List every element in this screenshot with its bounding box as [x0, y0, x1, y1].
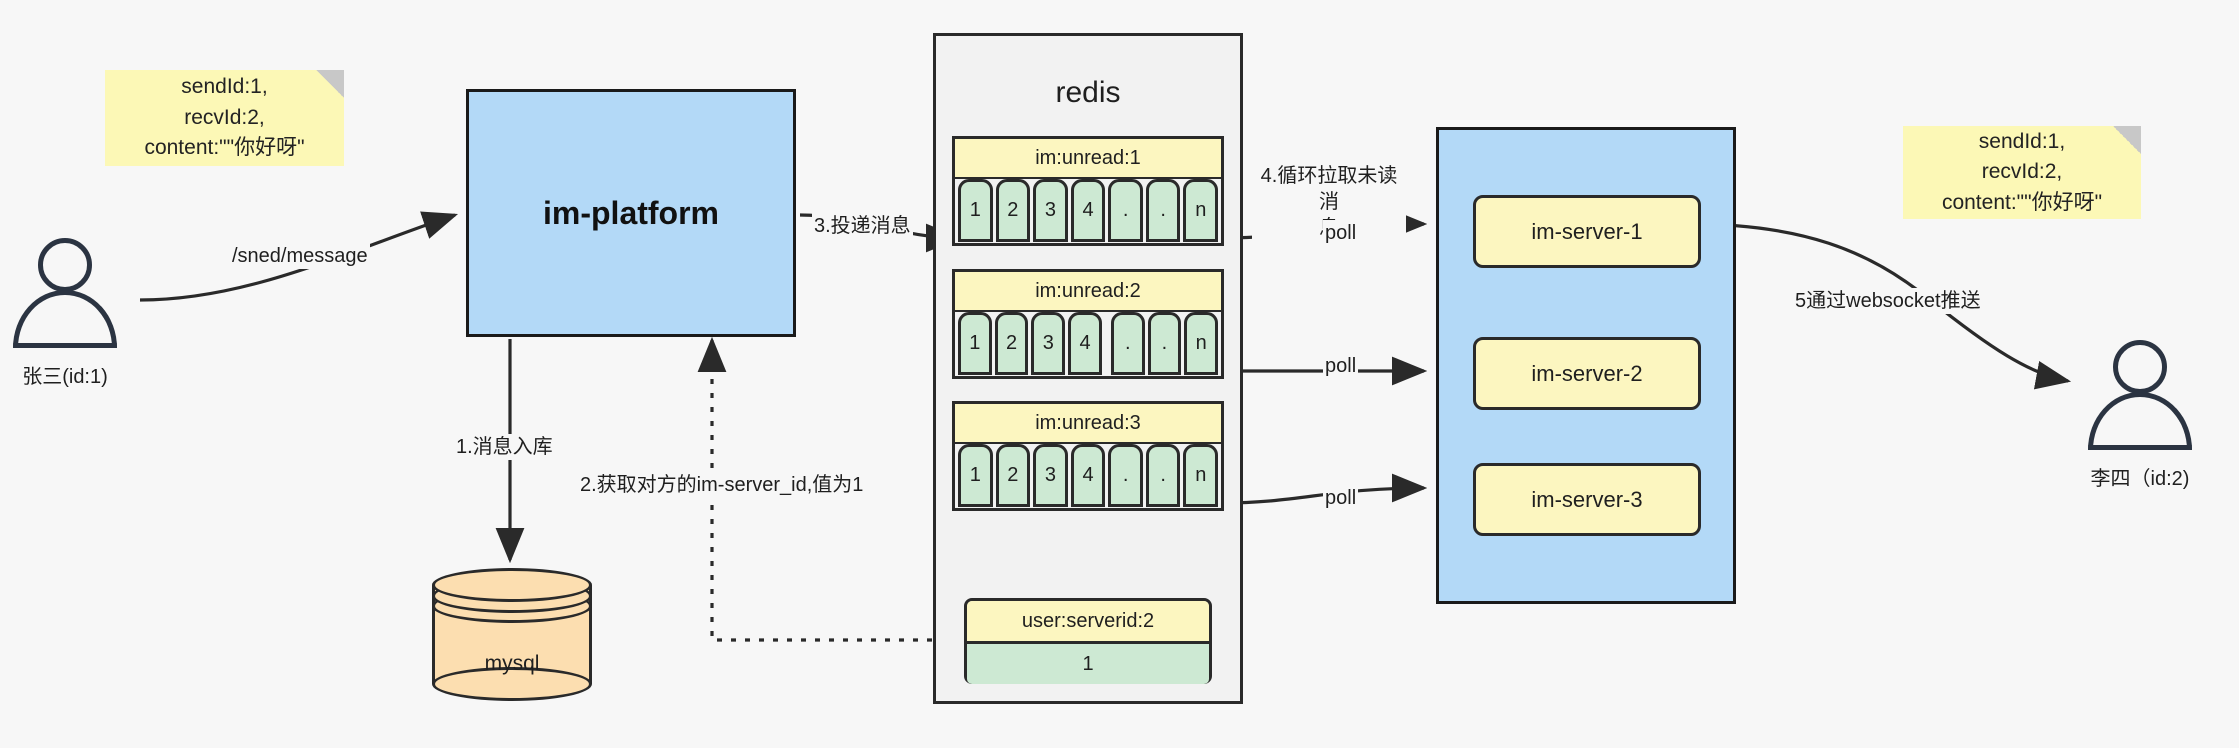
- group-redis: redis im:unread:1 1 2 3 4 . . n im:unrea…: [933, 33, 1243, 704]
- redis-queue-2[interactable]: im:unread:2 1 2 3 4 . . n: [952, 269, 1224, 379]
- note-fold-icon: [316, 70, 344, 98]
- edge-label-step3: 3.投递消息: [812, 213, 913, 239]
- queue-cell: 2: [995, 179, 1031, 242]
- queue-cell: 4: [1070, 179, 1106, 242]
- redis-value-entry[interactable]: user:serverid:2 1: [964, 598, 1212, 684]
- queue-cell: 3: [1031, 312, 1066, 375]
- person-body-icon: [13, 290, 117, 348]
- edge-label-step1: 1.消息入库: [454, 434, 555, 460]
- node-im-platform[interactable]: im-platform: [466, 89, 796, 337]
- node-mysql[interactable]: mysql: [432, 568, 592, 701]
- redis-queue-3-key: im:unread:3: [955, 404, 1221, 444]
- redis-queue-1-key: im:unread:1: [955, 139, 1221, 179]
- node-im-server-1-label: im-server-1: [1531, 218, 1643, 244]
- queue-cell: 1: [958, 179, 993, 242]
- person-head-icon: [38, 238, 92, 292]
- redis-title: redis: [1055, 76, 1121, 109]
- cylinder-top-ellipse: [432, 568, 592, 602]
- queue-cell: .: [1108, 444, 1143, 507]
- node-im-server-2-label: im-server-2: [1531, 360, 1643, 386]
- edge-label-step5: 5通过websocket推送: [1793, 288, 1983, 314]
- queue-cell: 2: [995, 444, 1031, 507]
- person-head-icon: [2113, 340, 2167, 394]
- queue-cell: 4: [1068, 312, 1102, 375]
- queue-cell: .: [1145, 179, 1181, 242]
- redis-queue-2-cells: 1 2 3 4 . . n: [955, 312, 1221, 378]
- actor-receiver-label: 李四（id:2): [2090, 468, 2190, 490]
- edge-label-poll-2: poll: [1323, 353, 1359, 379]
- edge-send-message: [139, 211, 459, 302]
- redis-queue-3[interactable]: im:unread:3 1 2 3 4 . . n: [952, 401, 1224, 511]
- queue-cell: .: [1145, 444, 1181, 507]
- node-im-server-3-label: im-server-3: [1531, 486, 1643, 512]
- redis-queue-2-key: im:unread:2: [955, 272, 1221, 312]
- redis-queue-1[interactable]: im:unread:1 1 2 3 4 . . n: [952, 136, 1224, 246]
- redis-queue-1-cells: 1 2 3 4 . . n: [955, 179, 1221, 245]
- queue-cell: 3: [1033, 444, 1068, 507]
- actor-receiver: 李四（id:2): [2085, 340, 2195, 490]
- node-im-platform-label: im-platform: [543, 194, 719, 231]
- queue-cell: n: [1183, 444, 1219, 507]
- edge-fetch-serverid: [697, 336, 960, 642]
- group-im-servers: im-server-1 im-server-2 im-server-3: [1436, 127, 1736, 604]
- node-mysql-label: mysql: [484, 652, 540, 675]
- sticky-note-right-text: sendId:1, recvId:2, content:""你好呀": [1941, 129, 2103, 214]
- redis-value-key: user:serverid:2: [967, 601, 1209, 644]
- queue-cell: n: [1183, 179, 1219, 242]
- note-fold-icon: [2113, 126, 2141, 154]
- queue-cell: 1: [958, 312, 992, 375]
- sticky-note-left-text: sendId:1, recvId:2, content:""你好呀": [144, 75, 305, 160]
- queue-cell: 1: [958, 444, 993, 507]
- node-im-server-2[interactable]: im-server-2: [1473, 337, 1701, 410]
- edge-label-poll-1: poll: [1323, 220, 1359, 246]
- edge-label-step4: 4.循环拉取未读消 息: [1252, 163, 1406, 241]
- edge-poll-3: [1221, 473, 1428, 505]
- edge-label-poll-3: poll: [1323, 485, 1359, 511]
- actor-sender: 张三(id:1): [10, 238, 120, 388]
- edge-label-send-message: /sned/message: [230, 243, 370, 269]
- person-body-icon: [2088, 392, 2192, 450]
- queue-cell: 4: [1070, 444, 1106, 507]
- actor-sender-label: 张三(id:1): [22, 366, 108, 388]
- queue-cell: .: [1147, 312, 1182, 375]
- sticky-note-left: sendId:1, recvId:2, content:""你好呀": [105, 70, 344, 166]
- redis-value-value: 1: [967, 644, 1209, 684]
- queue-cell: .: [1108, 179, 1143, 242]
- edge-label-step2: 2.获取对方的im-server_id,值为1: [578, 472, 866, 498]
- queue-cell: .: [1110, 312, 1145, 375]
- node-im-server-1[interactable]: im-server-1: [1473, 195, 1701, 268]
- node-im-server-3[interactable]: im-server-3: [1473, 463, 1701, 536]
- redis-queue-3-cells: 1 2 3 4 . . n: [955, 444, 1221, 510]
- queue-cell: n: [1184, 312, 1219, 375]
- queue-cell: 3: [1033, 179, 1068, 242]
- cylinder-bottom-ellipse: [432, 667, 592, 701]
- queue-cell: 2: [994, 312, 1029, 375]
- sticky-note-right: sendId:1, recvId:2, content:""你好呀": [1903, 126, 2141, 219]
